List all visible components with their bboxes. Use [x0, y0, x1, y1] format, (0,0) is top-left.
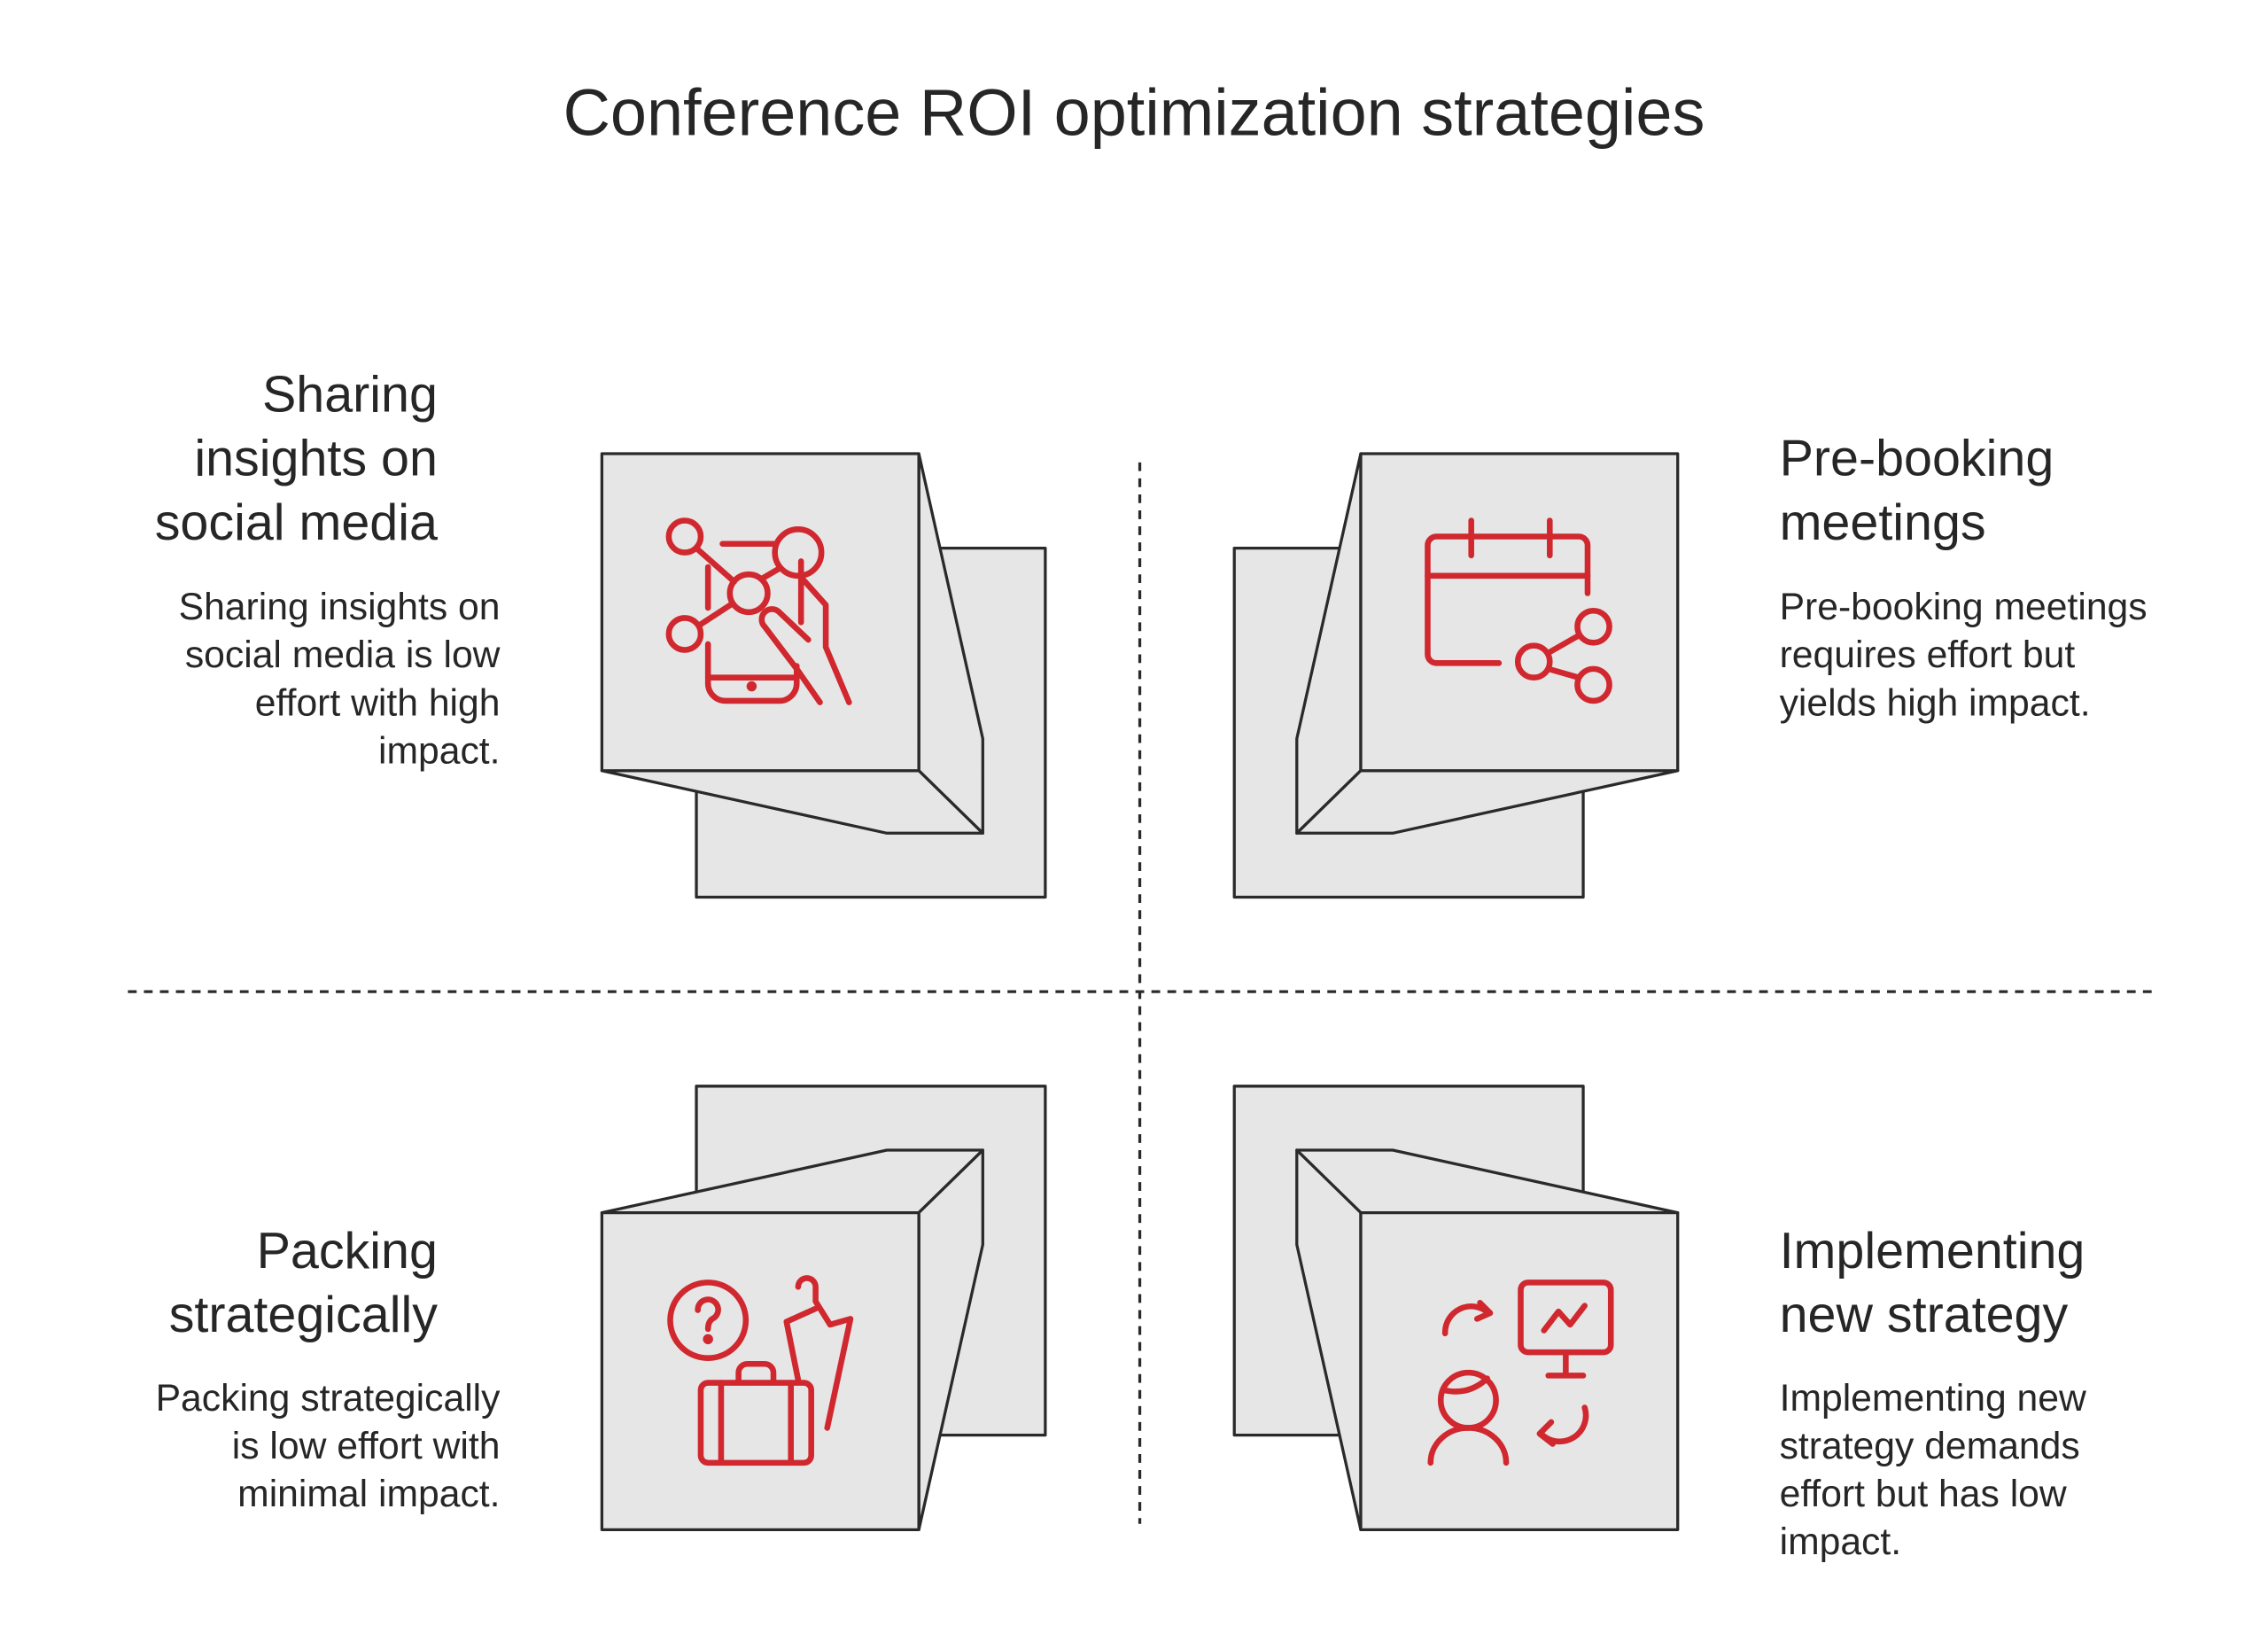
heading-packing: Packing strategically	[168, 1223, 438, 1344]
box-bottom-left	[600, 1085, 1047, 1531]
heading-pre-booking: Pre-booking meetings	[1779, 430, 2054, 551]
person-presentation-icon	[1427, 1280, 1614, 1466]
description-pre-booking: Pre-booking meetings requires effort but…	[1779, 584, 2148, 725]
quadrant-divider	[128, 462, 2155, 1524]
box-bottom-right	[1232, 1085, 1680, 1531]
box-top-left	[600, 452, 1047, 899]
social-network-phone-icon	[665, 517, 852, 705]
calendar-share-icon	[1425, 517, 1612, 704]
luggage-question-icon	[667, 1275, 854, 1466]
box-top-right	[1232, 452, 1680, 899]
heading-sharing-insights: Sharing insights on social media	[154, 366, 438, 551]
description-packing: Packing strategically is low effort with…	[155, 1375, 501, 1515]
page-title: Conference ROI optimization strategies	[563, 75, 1705, 151]
description-implementing: Implementing new strategy demands effort…	[1779, 1375, 2086, 1564]
description-sharing-insights: Sharing insights on social media is low …	[178, 584, 501, 773]
heading-implementing: Implementing new strategy	[1779, 1223, 2085, 1344]
